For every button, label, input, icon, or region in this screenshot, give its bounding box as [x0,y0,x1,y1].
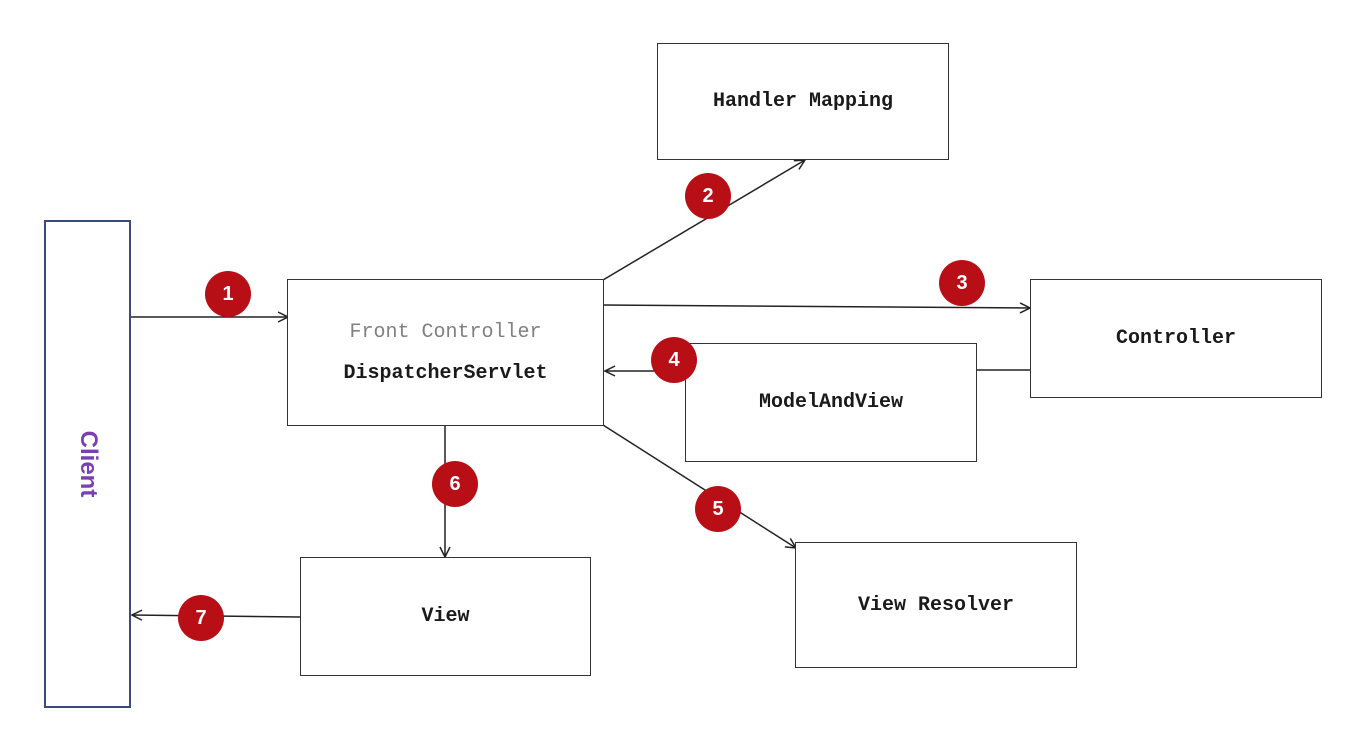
dispatcher-servlet-box: Front Controller DispatcherServlet [287,279,604,426]
step-badge-3: 3 [939,260,985,306]
step-badge-5: 5 [695,486,741,532]
controller-box: Controller [1030,279,1322,398]
front-controller-label: Front Controller [349,320,542,344]
view-resolver-box: View Resolver [795,542,1077,668]
controller-label: Controller [1115,327,1237,350]
step-badge-7: 7 [178,595,224,641]
handler-mapping-label: Handler Mapping [712,90,894,113]
client-box: Client [44,220,131,708]
step-badge-4: 4 [651,337,697,383]
view-box: View [300,557,591,676]
model-and-view-box: ModelAndView [685,343,977,462]
arrow-dispatcher-to-controller [602,305,1030,308]
view-label: View [421,605,470,628]
step-badge-6: 6 [432,461,478,507]
client-label: Client [74,430,102,498]
handler-mapping-box: Handler Mapping [657,43,949,160]
arrow-dispatcher-to-view-resolver [602,424,796,548]
dispatcher-servlet-label: DispatcherServlet [343,361,548,385]
view-resolver-label: View Resolver [857,593,1015,617]
arrow-dispatcher-to-handler-mapping [602,160,805,281]
model-and-view-label: ModelAndView [758,391,904,414]
step-badge-1: 1 [205,271,251,317]
step-badge-2: 2 [685,173,731,219]
